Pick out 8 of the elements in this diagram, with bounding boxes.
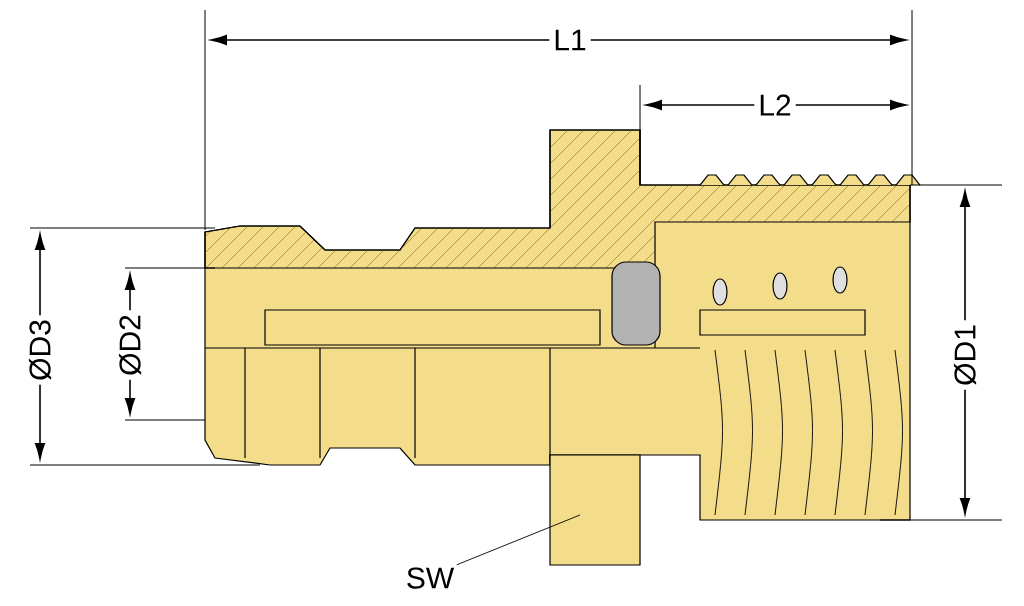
hex-section	[549, 454, 641, 566]
part-label: SW	[407, 567, 455, 589]
dimension-label: ØD3	[24, 315, 56, 385]
dimension-label: L2	[754, 90, 796, 120]
leader-line	[456, 514, 581, 566]
dimension-label: ØD1	[949, 320, 981, 390]
dimension-label: ØD2	[114, 310, 146, 380]
dimension-label: L1	[549, 25, 591, 55]
